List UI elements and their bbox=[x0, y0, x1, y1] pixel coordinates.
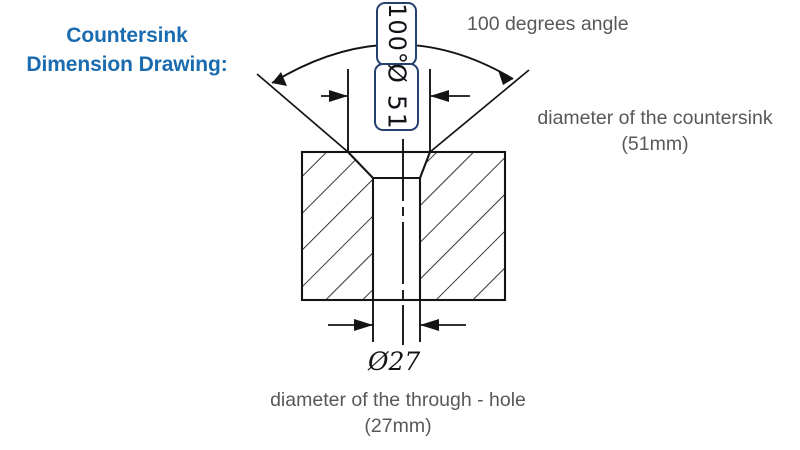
annotation-angle: 100 degrees angle bbox=[467, 13, 629, 35]
callout-angle-text: 100° bbox=[382, 3, 411, 65]
through-hole-diameter-dimension bbox=[328, 300, 466, 342]
dimension-label-through-hole: Ø27 bbox=[368, 347, 421, 376]
annotation-countersink-diameter: diameter of the countersink (51mm) bbox=[519, 106, 791, 157]
annotation-through-hole-text: diameter of the through - hole bbox=[270, 389, 526, 411]
page-title: Countersink Dimension Drawing: bbox=[14, 22, 240, 80]
hole-profile bbox=[347, 151, 431, 300]
annotation-through-hole-value: (27mm) bbox=[364, 414, 432, 437]
annotation-countersink-diameter-value: (51mm) bbox=[621, 132, 689, 155]
page-title-line-1: Countersink bbox=[66, 24, 188, 47]
countersink-diameter-dimension bbox=[321, 69, 470, 152]
callout-countersink-diameter-text: Ø 51 bbox=[382, 63, 411, 131]
callout-countersink-diameter-value: Ø 51 bbox=[374, 63, 419, 131]
callout-angle-value: 100° bbox=[376, 2, 417, 66]
page-title-line-2: Dimension Drawing: bbox=[26, 52, 228, 76]
block-section-left bbox=[302, 152, 373, 300]
annotation-through-hole: diameter of the through - hole (27mm) bbox=[243, 388, 553, 439]
annotation-countersink-diameter-text: diameter of the countersink bbox=[537, 107, 773, 129]
angle-leg-lines bbox=[256, 69, 530, 153]
block-section-right bbox=[420, 152, 505, 300]
